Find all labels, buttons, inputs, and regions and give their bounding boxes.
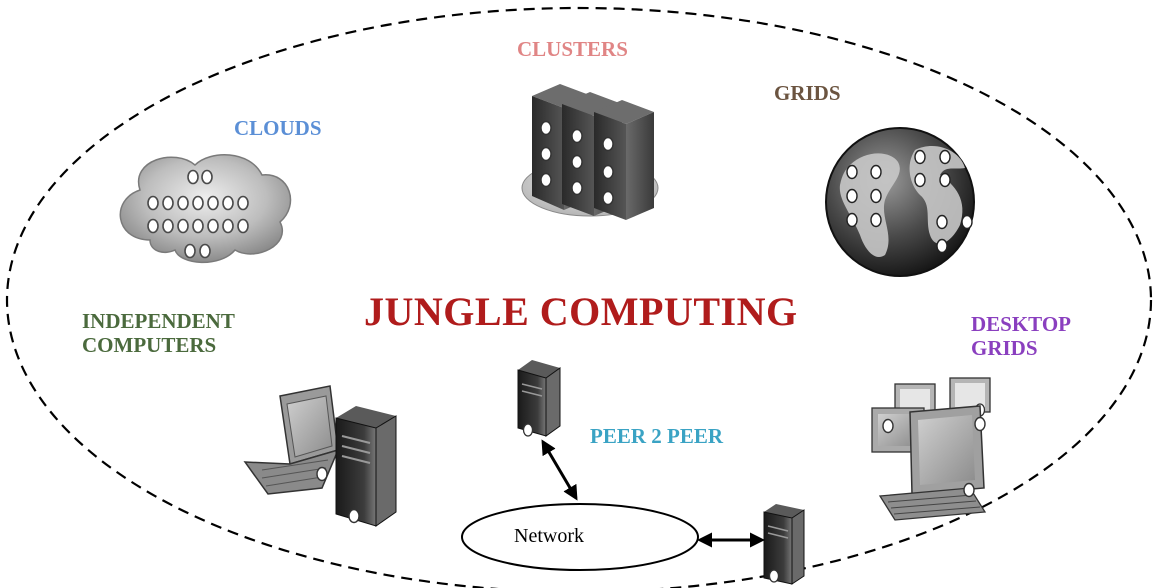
tower-pc-icon — [763, 504, 805, 585]
tower-pc-icon — [517, 360, 561, 437]
label-clouds: CLOUDS — [234, 116, 322, 140]
cloud-icon — [119, 154, 292, 264]
label-peer-2-peer: PEER 2 PEER — [590, 424, 724, 448]
server-rack-icon — [521, 84, 659, 220]
diagram-title: JUNGLE COMPUTING — [364, 289, 798, 334]
arrow-p2p-to-network — [541, 439, 578, 501]
desktop-computers-icon — [871, 377, 991, 521]
boundary-ellipse — [6, 6, 1152, 588]
globe-icon — [825, 127, 975, 277]
label-independent-computers: INDEPENDENT COMPUTERS — [82, 309, 235, 357]
label-grids: GRIDS — [774, 81, 841, 105]
label-independent-line2: COMPUTERS — [82, 332, 217, 357]
laptop-icon — [243, 385, 340, 495]
label-desktop-line1: DESKTOP — [971, 312, 1071, 336]
label-network: Network — [514, 525, 584, 547]
label-clusters: CLUSTERS — [517, 37, 628, 61]
label-desktop-line2: GRIDS — [971, 335, 1038, 360]
label-desktop-grids: DESKTOP GRIDS — [971, 312, 1071, 360]
tower-pc-icon — [335, 406, 397, 527]
label-independent-line1: INDEPENDENT — [82, 309, 235, 333]
